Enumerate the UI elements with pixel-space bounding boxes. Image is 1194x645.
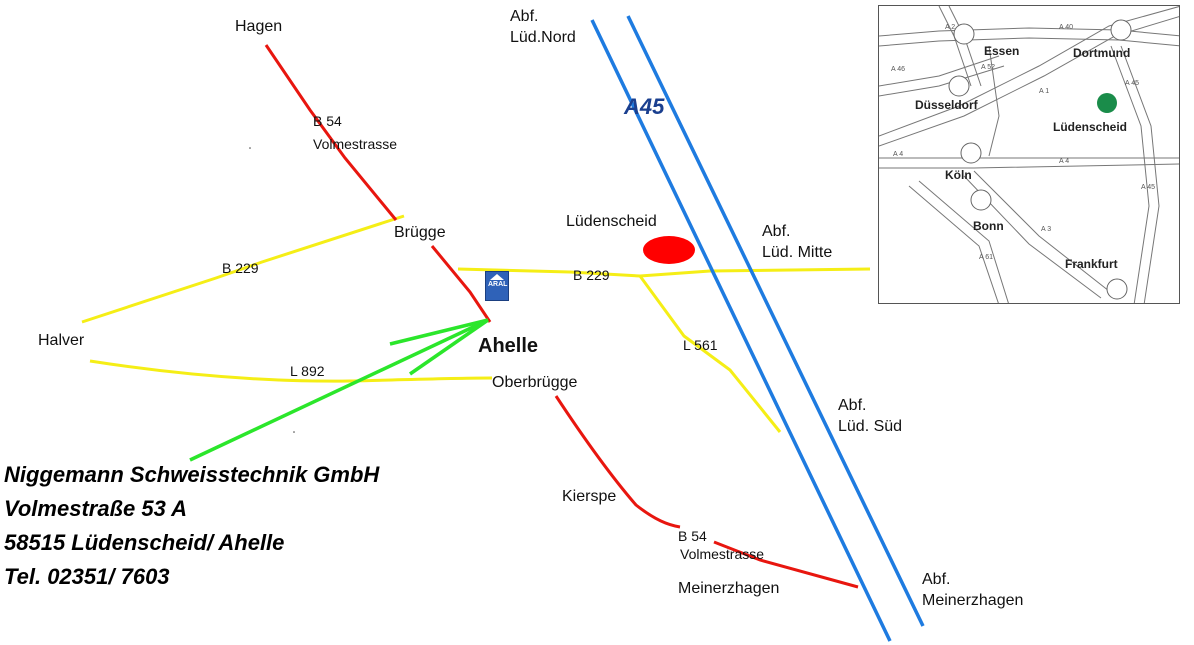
inset-city-koeln: Köln (945, 168, 972, 182)
road-label-l892: L 892 (290, 363, 325, 379)
inset-road-a45-top: A 45 (1125, 80, 1140, 87)
exit-meinerzhagen-line1: Abf. (922, 571, 951, 588)
inset-city-duesseldorf: Düsseldorf (915, 98, 978, 112)
inset-city-essen: Essen (984, 44, 1020, 58)
luedenscheid-marker (643, 236, 695, 264)
inset-road-a3: A 3 (1041, 226, 1052, 233)
inset-city-luedenscheid: Lüdenscheid (1053, 120, 1128, 134)
road-label-b229-west: B 229 (222, 260, 259, 276)
road-name-b54-south: Volmestrasse (680, 546, 765, 562)
exit-meinerzhagen-line2: Meinerzhagen (922, 592, 1024, 609)
place-meinerzhagen: Meinerzhagen (678, 580, 780, 597)
road-l561 (638, 275, 782, 433)
road-b54-south-end (713, 540, 859, 589)
place-oberbruegge: Oberbrügge (492, 374, 578, 391)
road-b229-east (457, 267, 871, 278)
exit-sued-line1: Abf. (838, 397, 867, 414)
inset-city-dortmund: Dortmund (1073, 46, 1131, 60)
overview-map-roads (879, 6, 1179, 303)
place-kierspe: Kierspe (562, 488, 617, 505)
green-arrow-icon (189, 318, 489, 462)
place-luedenscheid: Lüdenscheid (566, 213, 657, 230)
exit-mitte-line2: Lüd. Mitte (762, 244, 833, 261)
road-b54-middle (430, 245, 492, 323)
road-b229-west (81, 214, 405, 324)
exit-sued-line2: Lüd. Süd (838, 418, 903, 435)
inset-road-a46: A 46 (891, 66, 906, 73)
exit-mitte-line1: Abf. (762, 223, 791, 240)
inset-road-a45-bottom: A 45 (1141, 184, 1156, 191)
inset-road-a4-mid: A 4 (1059, 158, 1070, 165)
inset-road-a2: A 2 (945, 24, 956, 31)
inset-road-a61: A 61 (979, 254, 994, 261)
street-address: Volmestraße 53 A (4, 496, 188, 521)
inset-road-a40: A 40 (1059, 24, 1074, 31)
road-label-a45: A45 (624, 94, 665, 119)
road-b54-north (264, 44, 398, 221)
place-bruegge: Brügge (394, 224, 446, 241)
aral-fuel-station-icon: ARAL (485, 271, 509, 301)
company-name: Niggemann Schweisstechnik GmbH (4, 462, 380, 487)
place-hagen: Hagen (235, 18, 283, 35)
exit-nord-line1: Abf. (510, 8, 539, 25)
road-label-l561: L 561 (683, 337, 718, 353)
road-label-b54-north: B 54 (313, 113, 342, 129)
inset-road-a4-left: A 4 (893, 151, 904, 158)
inset-city-frankfurt: Frankfurt (1065, 257, 1118, 271)
inset-road-a52: A 52 (981, 64, 996, 71)
city-address: 58515 Lüdenscheid/ Ahelle (4, 530, 285, 555)
place-ahelle: Ahelle (478, 335, 539, 357)
inset-road-a1: A 1 (1039, 88, 1050, 95)
autobahn-a45-east (626, 15, 925, 627)
road-label-b229-east: B 229 (573, 267, 610, 283)
autobahn-a45-west (590, 19, 892, 642)
phone-number: Tel. 02351/ 7603 (4, 564, 170, 589)
luedenscheid-highlight (1097, 93, 1117, 113)
exit-nord-line2: Lüd.Nord (510, 29, 576, 46)
address-block: Niggemann Schweisstechnik GmbH Volmestra… (4, 458, 379, 594)
road-label-b54-south: B 54 (678, 528, 707, 544)
inset-city-bonn: Bonn (973, 219, 1004, 233)
overview-map-inset: Essen Dortmund Düsseldorf Lüdenscheid Kö… (878, 5, 1180, 304)
place-halver: Halver (38, 332, 85, 349)
road-l892 (89, 359, 493, 383)
road-name-b54-north: Volmestrasse (313, 136, 398, 152)
road-b54-south (554, 395, 681, 529)
